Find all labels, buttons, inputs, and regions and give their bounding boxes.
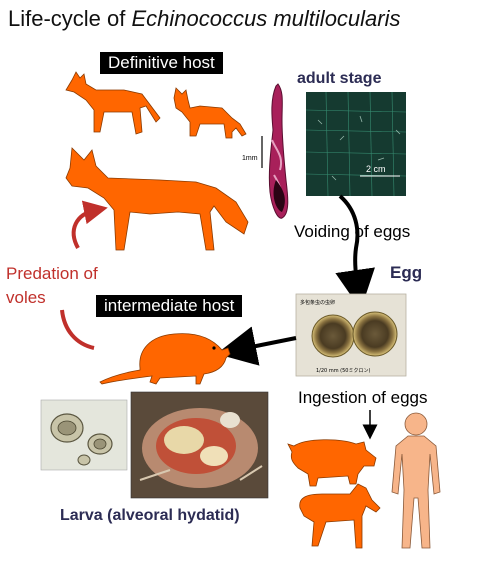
predation-line-1: Predation of [6,264,98,283]
egg-label: Egg [390,263,423,282]
dissected-vole-photo [130,391,269,499]
predation-line-2: voles [6,288,46,307]
larva-micrograph [40,399,128,471]
adult-tapeworm-icon [268,83,289,219]
egg-micrograph: 多包条虫の虫卵 1/20 mm (50ミクロン) [295,293,407,377]
definitive-host-label: Definitive host [100,52,223,74]
pig-icon [287,439,377,487]
larva-label: Larva (alveoral hydatid) [60,507,240,524]
predation-arrow-up [71,200,108,249]
intermediate-host-label: intermediate host [96,295,243,317]
predation-label: Predation of voles [6,262,98,310]
scale-label-2cm: 2 cm [366,164,386,174]
adult-stage-label: adult stage [297,70,382,87]
human-icon [391,412,441,549]
voiding-arrow [335,194,375,310]
fox-icon [65,147,249,251]
dog-icon [65,71,161,135]
egg-caption-top: 多包条虫の虫卵 [300,299,335,306]
egg-to-vole-arrow [216,326,297,366]
voiding-of-eggs-label: Voiding of eggs [294,222,411,241]
horse-icon [299,483,381,549]
predation-arrow-lower [60,309,95,350]
vole-icon [99,333,231,385]
cat-icon [173,87,247,139]
title-species: Echinococcus multilocularis [131,6,401,31]
adult-micrograph: 2 cm [305,91,407,197]
egg-caption-bottom: 1/20 mm (50ミクロン) [316,368,370,374]
ingestion-of-eggs-label: Ingestion of eggs [298,388,428,407]
page-title: Life-cycle of Echinococcus multiloculari… [8,6,401,32]
scale-label-1mm: 1mm [242,155,258,162]
title-prefix: Life-cycle of [8,6,132,31]
